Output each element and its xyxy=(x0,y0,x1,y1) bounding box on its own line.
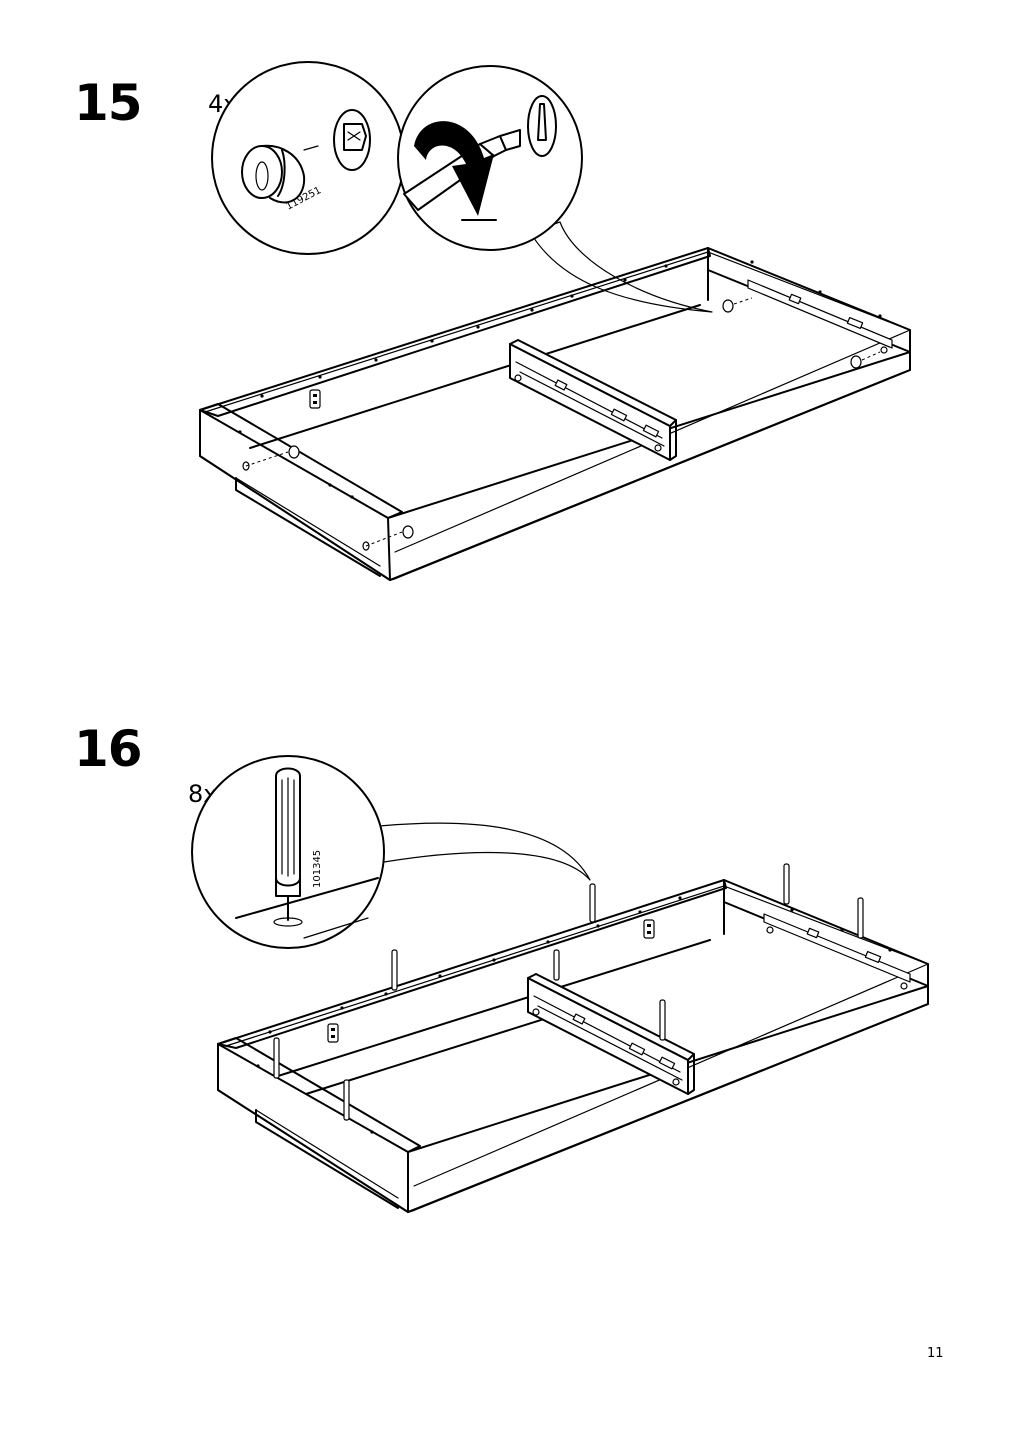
step-15-frame xyxy=(199,247,911,581)
step-15-action-detail xyxy=(397,65,583,251)
dowel xyxy=(589,883,596,923)
step-15-drawer-rail xyxy=(747,279,893,354)
step-16-callout-pointer xyxy=(379,822,591,881)
step-15-part-detail: 119251 xyxy=(211,61,405,255)
step-15-cam-locks xyxy=(242,297,881,551)
step-16-part-number: 101345 xyxy=(312,850,323,888)
step-15-divider-panel xyxy=(509,339,677,461)
dowel xyxy=(391,949,398,991)
dowel xyxy=(273,1037,280,1079)
dowel xyxy=(343,1079,350,1121)
step-16-dowels xyxy=(273,863,864,1121)
dowel xyxy=(857,897,864,939)
page-number: 11 xyxy=(927,1346,944,1361)
step-16-drawer-rail xyxy=(763,913,911,990)
step-15-callout-pointer xyxy=(529,221,713,313)
rotate-clockwise-arrow-icon xyxy=(414,121,494,216)
step-15-number: 15 xyxy=(74,74,143,132)
step-16-number: 16 xyxy=(74,720,143,778)
step-16-divider-panel xyxy=(527,973,695,1095)
cam-lock-icon xyxy=(241,109,371,204)
dowel xyxy=(783,863,790,905)
step-16-part-detail: 101345 xyxy=(191,755,385,949)
step-15-illustration: 119251 xyxy=(199,61,911,581)
dowel xyxy=(659,999,666,1041)
wooden-dowel-icon xyxy=(273,767,303,927)
dowel xyxy=(553,949,560,981)
